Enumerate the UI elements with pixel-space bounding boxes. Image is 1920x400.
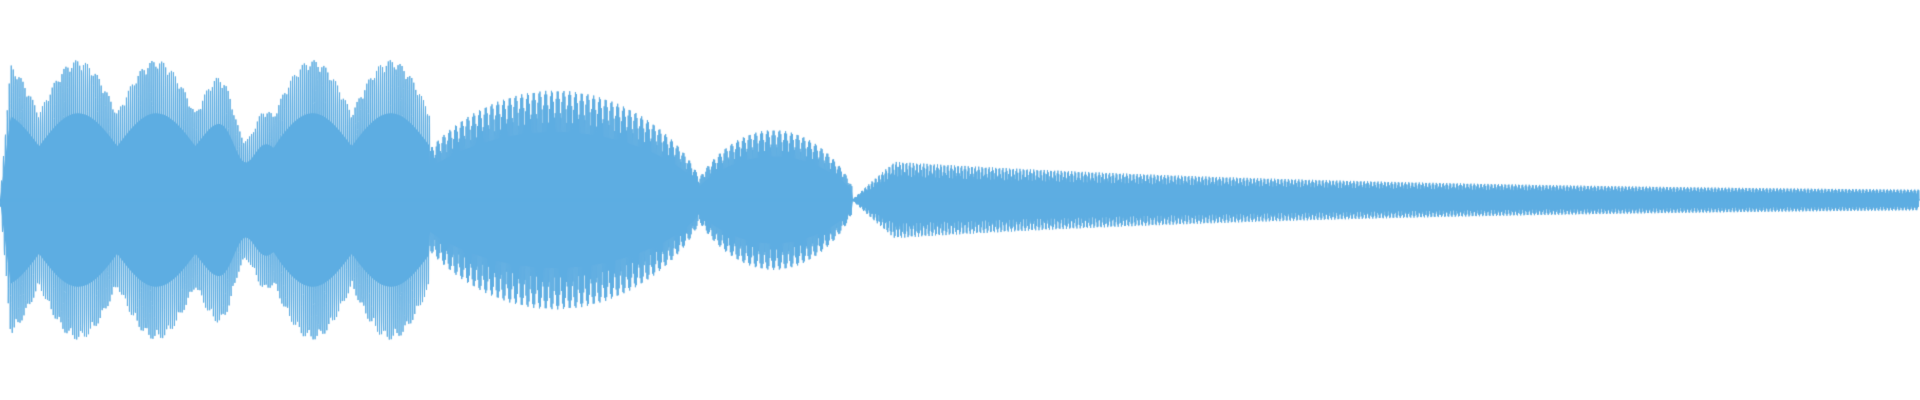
waveform-view xyxy=(0,0,1920,400)
audio-waveform xyxy=(0,0,1920,400)
